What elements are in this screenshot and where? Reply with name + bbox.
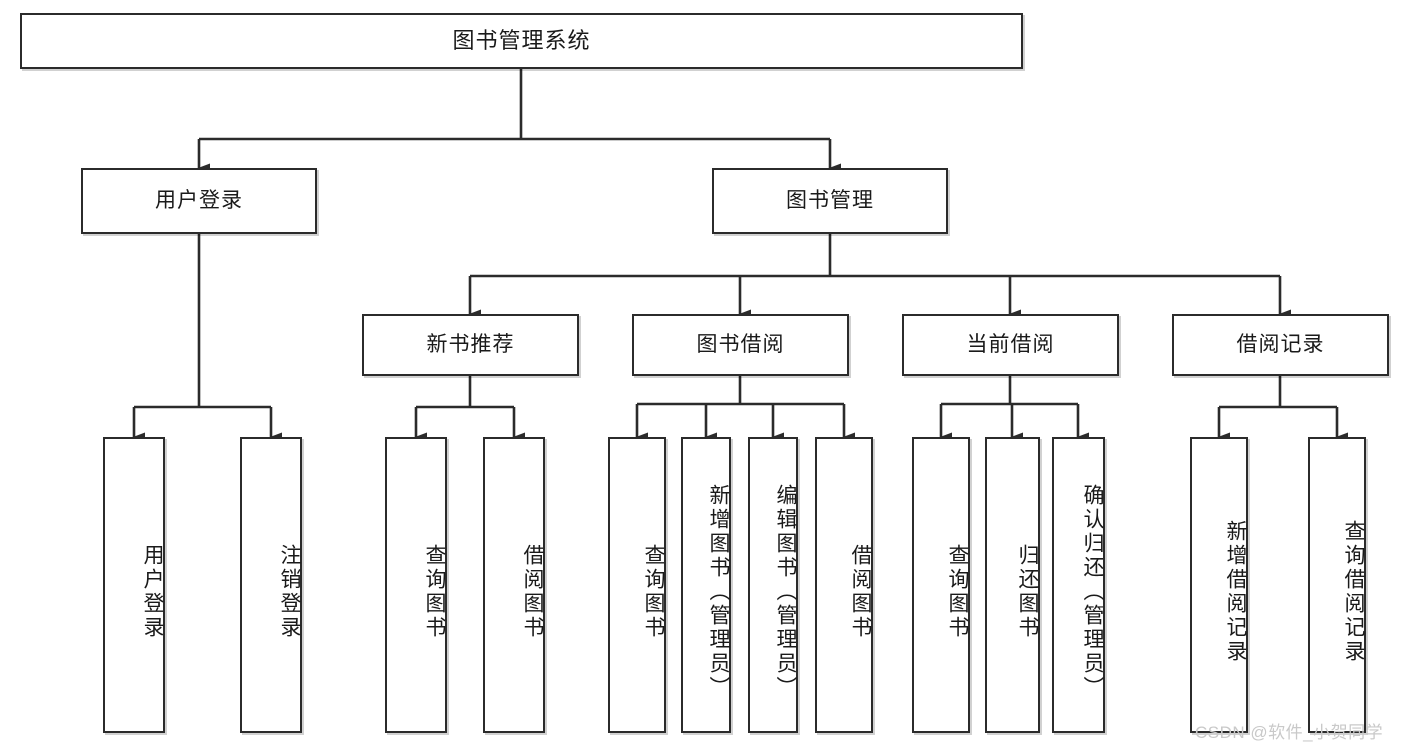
node-leaf-add-book-admin-label: 新增图书（管理员） [707, 484, 730, 700]
node-leaf-query-book-current-label: 查询图书 [946, 544, 969, 640]
node-leaf-add-borrow-record-label: 新增借阅记录 [1224, 520, 1247, 664]
node-new-book-recommend-label: 新书推荐 [426, 333, 515, 357]
node-leaf-logout-label: 注销登录 [278, 544, 301, 640]
edges-group [132, 69, 1348, 442]
node-leaf-borrow-book-recommend-label: 借阅图书 [521, 544, 544, 640]
node-leaf-query-borrow-record-label: 查询借阅记录 [1342, 520, 1365, 664]
node-current-borrow-label: 当前借阅 [966, 333, 1055, 357]
node-leaf-add-borrow-record[interactable]: 新增借阅记录 [1190, 437, 1248, 733]
node-leaf-logout[interactable]: 注销登录 [240, 437, 302, 733]
node-leaf-query-book-current[interactable]: 查询图书 [912, 437, 970, 733]
node-borrow-record[interactable]: 借阅记录 [1172, 314, 1389, 376]
node-root[interactable]: 图书管理系统 [20, 13, 1023, 69]
node-leaf-add-book-admin[interactable]: 新增图书（管理员） [681, 437, 731, 733]
node-leaf-borrow-book-recommend[interactable]: 借阅图书 [483, 437, 545, 733]
node-book-borrow[interactable]: 图书借阅 [632, 314, 849, 376]
node-leaf-edit-book-admin[interactable]: 编辑图书（管理员） [748, 437, 798, 733]
node-new-book-recommend[interactable]: 新书推荐 [362, 314, 579, 376]
node-borrow-record-label: 借阅记录 [1236, 333, 1325, 357]
node-leaf-query-book-borrow[interactable]: 查询图书 [608, 437, 666, 733]
node-leaf-confirm-return-admin[interactable]: 确认归还（管理员） [1052, 437, 1105, 733]
node-leaf-borrow-book[interactable]: 借阅图书 [815, 437, 873, 733]
node-leaf-query-book-recommend[interactable]: 查询图书 [385, 437, 447, 733]
node-leaf-confirm-return-admin-label: 确认归还（管理员） [1081, 484, 1104, 700]
node-leaf-borrow-book-label: 借阅图书 [849, 544, 872, 640]
node-book-borrow-label: 图书借阅 [696, 333, 785, 357]
node-leaf-query-borrow-record[interactable]: 查询借阅记录 [1308, 437, 1366, 733]
node-leaf-query-book-borrow-label: 查询图书 [642, 544, 665, 640]
node-book-manage-label: 图书管理 [786, 189, 874, 213]
node-leaf-query-book-recommend-label: 查询图书 [423, 544, 446, 640]
node-current-borrow[interactable]: 当前借阅 [902, 314, 1119, 376]
node-root-label: 图书管理系统 [452, 27, 591, 53]
node-leaf-return-book[interactable]: 归还图书 [985, 437, 1040, 733]
watermark: CSDN @软件_小贺同学 [1195, 723, 1384, 742]
node-leaf-edit-book-admin-label: 编辑图书（管理员） [774, 484, 797, 700]
node-user-login-label: 用户登录 [155, 189, 243, 213]
node-book-manage[interactable]: 图书管理 [712, 168, 948, 234]
node-leaf-return-book-label: 归还图书 [1016, 544, 1039, 640]
node-leaf-user-login-label: 用户登录 [141, 544, 164, 640]
node-leaf-user-login[interactable]: 用户登录 [103, 437, 165, 733]
node-user-login[interactable]: 用户登录 [81, 168, 317, 234]
